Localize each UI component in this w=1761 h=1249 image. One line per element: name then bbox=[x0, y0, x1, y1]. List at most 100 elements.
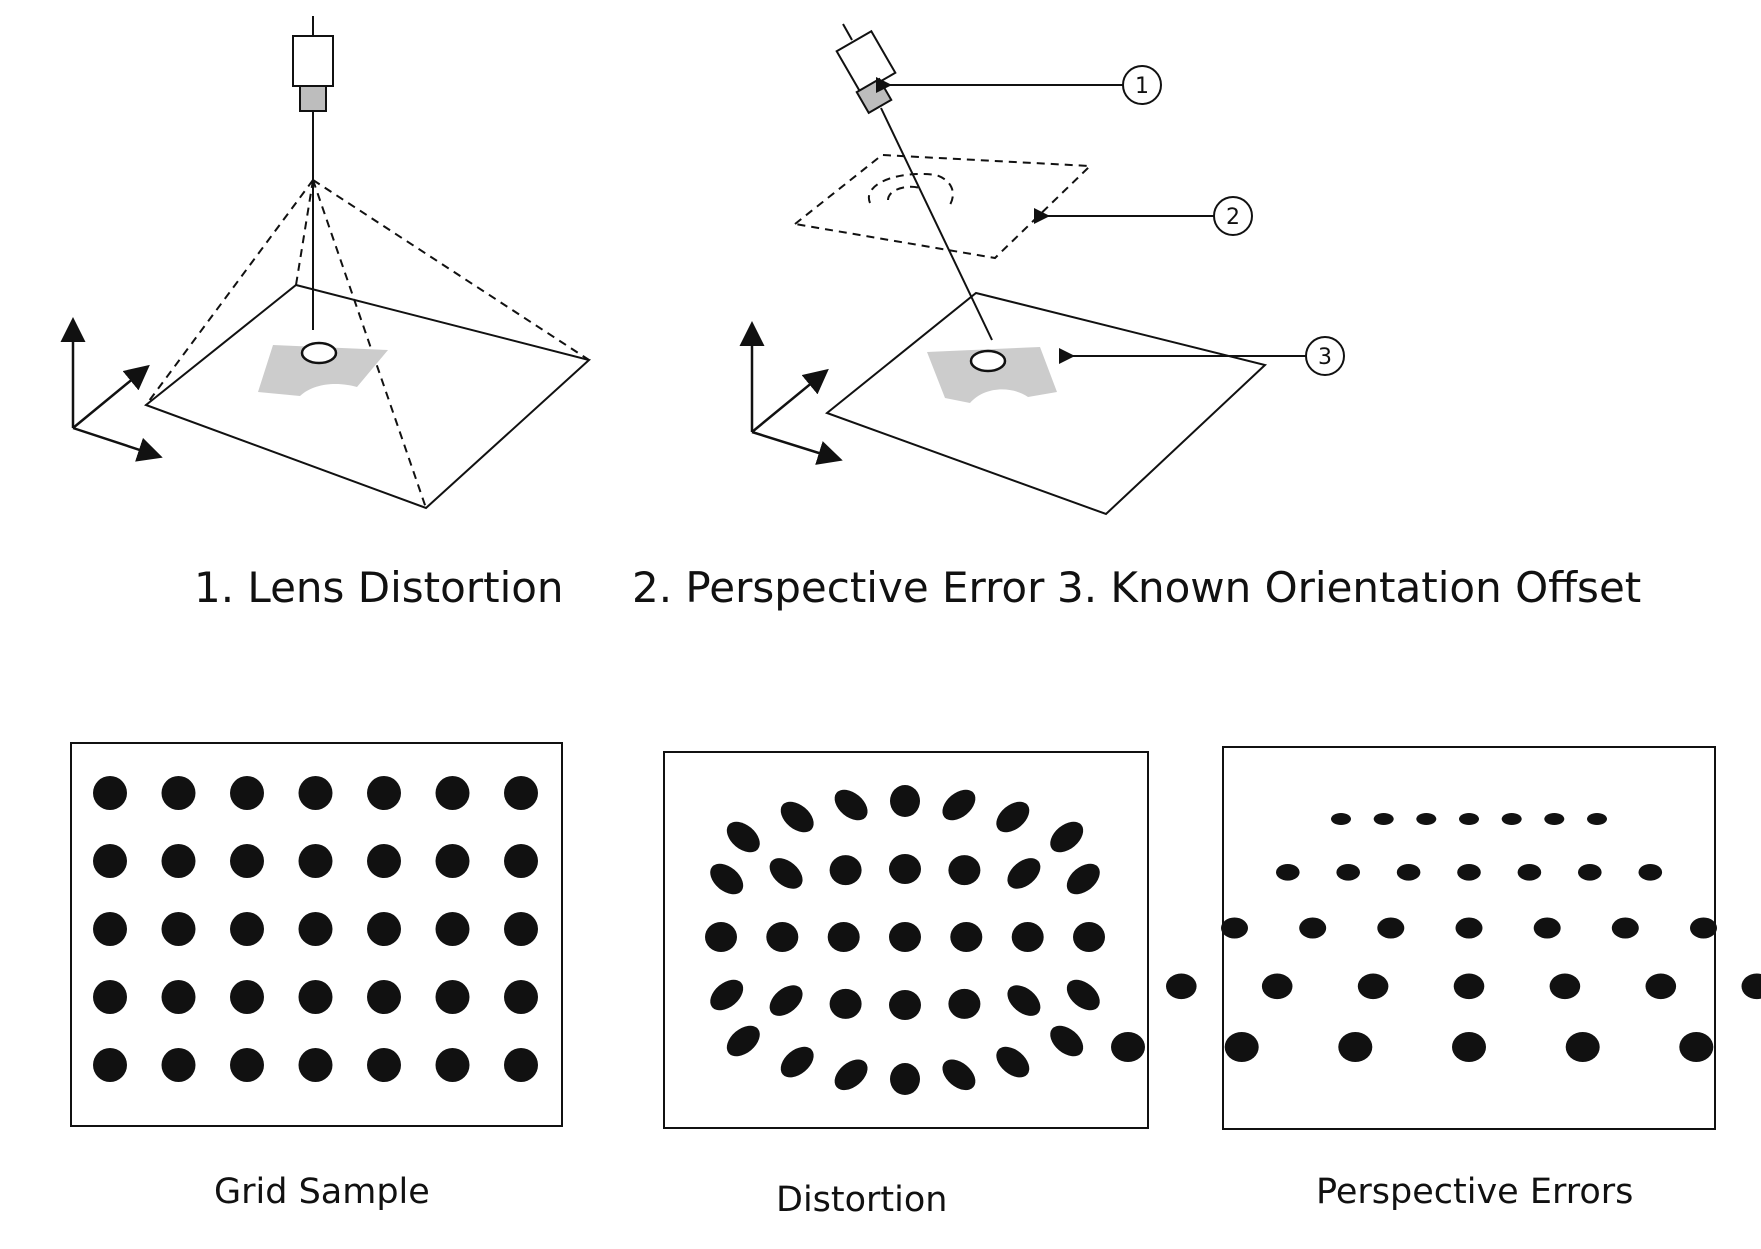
grid-dot bbox=[93, 912, 127, 946]
sample-shadow bbox=[927, 347, 1057, 403]
grid-dot bbox=[1453, 973, 1485, 1000]
grid-dot bbox=[1457, 864, 1481, 881]
callout-badge-1: 1 bbox=[1122, 65, 1162, 105]
grid-dot bbox=[1459, 813, 1479, 825]
sample-shadow bbox=[258, 345, 388, 396]
grid-dot bbox=[367, 980, 401, 1014]
grid-dot bbox=[1276, 864, 1300, 881]
grid-dot bbox=[435, 776, 470, 810]
grid-dot bbox=[710, 863, 744, 895]
callout-badge-3: 3 bbox=[1305, 336, 1345, 376]
callout-badge-2: 2 bbox=[1213, 196, 1253, 236]
grid-dot bbox=[950, 922, 983, 952]
svg-text:1: 1 bbox=[1135, 74, 1149, 99]
grid-dot bbox=[504, 980, 538, 1014]
grid-dot bbox=[1011, 922, 1044, 952]
grid-dot bbox=[1050, 821, 1084, 853]
grid-dot bbox=[1066, 979, 1100, 1011]
svg-text:2: 2 bbox=[1226, 205, 1240, 230]
grid-dot bbox=[1377, 917, 1405, 939]
grid-dot bbox=[230, 912, 264, 946]
grid-dot bbox=[1679, 1032, 1714, 1062]
grid-dot bbox=[504, 776, 538, 810]
grid-dot bbox=[367, 1048, 401, 1082]
perspective-errors-panel bbox=[1111, 746, 1761, 1130]
grid-dot bbox=[1166, 973, 1197, 1000]
grid-dot bbox=[435, 912, 470, 946]
grid-dot bbox=[504, 912, 538, 946]
coordinate-axes-icon bbox=[739, 321, 843, 465]
distortion-panel bbox=[663, 751, 1149, 1129]
grid-dot bbox=[161, 1048, 196, 1082]
grid-dot bbox=[780, 801, 814, 833]
grid-dot bbox=[829, 988, 862, 1019]
grid-dot bbox=[298, 1048, 333, 1082]
grid-dot bbox=[889, 854, 921, 884]
grid-dot bbox=[1050, 1025, 1084, 1057]
grid-dot bbox=[1455, 917, 1483, 939]
grid-dot bbox=[367, 912, 401, 946]
grid-dot bbox=[890, 785, 920, 817]
grid-dot bbox=[298, 844, 333, 878]
grid-dot bbox=[230, 844, 264, 878]
grid-dot bbox=[435, 980, 470, 1014]
svg-text:3: 3 bbox=[1318, 345, 1332, 370]
grid-dot bbox=[1261, 973, 1293, 1000]
grid-dot bbox=[726, 1025, 760, 1057]
grid-dot bbox=[435, 844, 470, 878]
grid-dot bbox=[889, 990, 921, 1020]
grid-dot bbox=[367, 844, 401, 878]
object-plane bbox=[143, 283, 592, 510]
grid-dot bbox=[93, 776, 127, 810]
grid-dot bbox=[1338, 1032, 1373, 1062]
grid-dot bbox=[1501, 813, 1522, 825]
grid-dot bbox=[161, 844, 196, 878]
grid-dot bbox=[942, 1059, 976, 1091]
object-plane bbox=[824, 291, 1268, 516]
grid-dot bbox=[1517, 864, 1542, 881]
grid-dot bbox=[230, 1048, 264, 1082]
grid-dot bbox=[1565, 1032, 1600, 1062]
callout-arrows bbox=[876, 77, 1306, 364]
grid-dot bbox=[942, 789, 976, 821]
grid-dot bbox=[1073, 922, 1105, 952]
grid-dot bbox=[298, 980, 333, 1014]
grid-dot bbox=[780, 1046, 814, 1078]
grid-dot bbox=[1578, 864, 1602, 881]
grid-dot bbox=[1452, 1032, 1486, 1062]
grid-dot bbox=[834, 789, 868, 821]
grid-dot bbox=[1007, 858, 1041, 889]
grid-dot bbox=[161, 912, 196, 946]
grid-dot bbox=[161, 980, 196, 1014]
grid-dot bbox=[948, 988, 981, 1019]
grid-dot bbox=[889, 922, 921, 952]
tilted-camera-diagram: 1 2 3 bbox=[739, 23, 1345, 516]
dot-grid bbox=[1111, 813, 1761, 1062]
grid-dot bbox=[948, 855, 981, 886]
sample-target-icon bbox=[300, 341, 338, 365]
coordinate-axes-icon bbox=[60, 317, 163, 462]
grid-dot bbox=[834, 1059, 868, 1091]
grid-dot bbox=[367, 776, 401, 810]
dot-grid bbox=[93, 776, 538, 1082]
caption-grid-sample: Grid Sample bbox=[214, 1172, 430, 1212]
grid-dot bbox=[1416, 813, 1437, 825]
grid-dot bbox=[1007, 985, 1041, 1016]
grid-dot bbox=[93, 844, 127, 878]
grid-dot bbox=[1741, 973, 1761, 1000]
grid-dot bbox=[1224, 1032, 1259, 1062]
field-of-view-pyramid bbox=[145, 179, 590, 509]
caption-lens-distortion: 1. Lens Distortion bbox=[194, 563, 564, 612]
grid-dot bbox=[1611, 917, 1639, 939]
caption-perspective-errors: Perspective Errors bbox=[1316, 1172, 1634, 1212]
grid-sample-panel bbox=[70, 742, 563, 1127]
grid-dot bbox=[1549, 973, 1581, 1000]
grid-dot bbox=[829, 855, 862, 886]
grid-dot bbox=[230, 980, 264, 1014]
grid-dot bbox=[1336, 864, 1360, 881]
grid-dot bbox=[1066, 863, 1100, 895]
camera-icon bbox=[292, 16, 334, 330]
grid-dot bbox=[1690, 917, 1717, 939]
grid-dot bbox=[1638, 864, 1663, 881]
